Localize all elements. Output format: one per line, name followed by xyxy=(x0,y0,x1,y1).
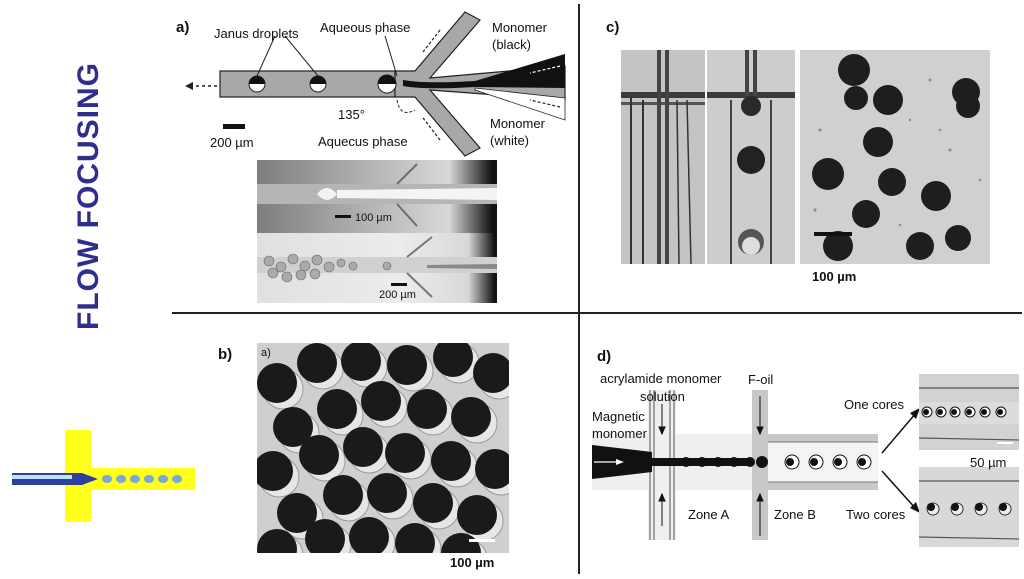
aqueous-phase-top-label: Aqueous phase xyxy=(320,20,411,35)
janus-particle xyxy=(257,451,300,498)
janus-particle xyxy=(457,495,504,542)
janus-particle xyxy=(413,483,460,530)
panel-a-photo-bottom: 200 µm xyxy=(257,233,497,303)
horizontal-divider xyxy=(172,312,1022,314)
aqueous-phase-bottom-label: Aquecus phase xyxy=(318,134,408,149)
panel-d-one-core-photo xyxy=(919,374,1019,450)
janus-particle xyxy=(475,449,509,496)
panel-a-photo-top: 100 µm xyxy=(257,160,497,233)
janus-particle xyxy=(299,435,346,482)
janus-particle xyxy=(257,363,304,410)
panel-c-letter: c) xyxy=(606,19,620,36)
janus-droplets xyxy=(248,74,397,94)
magnetic-label: Magnetic xyxy=(592,409,645,424)
janus-particle xyxy=(451,397,498,444)
panel-d-scalebar-label: 50 µm xyxy=(970,455,1007,470)
monomer-black-sub-label: (black) xyxy=(492,37,532,52)
janus-particle xyxy=(297,343,344,390)
flow-focusing-title: FLOW FOCUSING xyxy=(64,8,114,383)
panel-d-two-core-photo xyxy=(919,467,1019,547)
janus-particle xyxy=(473,353,509,400)
janus-particle xyxy=(349,517,396,553)
janus-particle xyxy=(433,343,480,384)
schematic-scalebar-label: 200 µm xyxy=(210,135,254,150)
magnetic-monomer-label: monomer xyxy=(592,426,647,441)
acrylamide-label: acrylamide monomer xyxy=(600,371,722,386)
panel-c-photo-2 xyxy=(707,50,795,264)
title-text: FLOW FOCUSING xyxy=(72,61,105,330)
panel-d-branch-arrows xyxy=(881,408,920,513)
janus-particle xyxy=(387,345,434,392)
janus-particle xyxy=(441,533,487,553)
monomer-white-label: Monomer xyxy=(490,116,545,131)
one-cores-label: One cores xyxy=(844,397,904,412)
janus-particle xyxy=(305,519,352,553)
janus-particle xyxy=(323,475,370,522)
droplet-train xyxy=(102,475,182,483)
panel-c-photo-1 xyxy=(621,50,705,264)
f-oil-label: F-oil xyxy=(748,372,774,387)
janus-particle xyxy=(395,523,442,553)
janus-particle xyxy=(341,343,388,388)
panel-c-photo-3 xyxy=(800,50,990,264)
flow-focusing-icon xyxy=(12,430,195,522)
panel-b-micrograph: a) xyxy=(257,343,509,553)
janus-particle xyxy=(361,381,408,428)
two-cores-label: Two cores xyxy=(846,507,906,522)
zone-a-label: Zone A xyxy=(688,507,730,522)
janus-particle xyxy=(343,427,390,474)
panel-a-schematic xyxy=(185,11,566,157)
panel-b-letter: b) xyxy=(218,346,233,363)
photo-top-scalebar-label: 100 µm xyxy=(355,212,392,224)
photo-bottom-scalebar-label: 200 µm xyxy=(379,289,416,301)
zone-b-label: Zone B xyxy=(774,507,816,522)
solution-label: solution xyxy=(640,389,685,404)
panel-a-letter: a) xyxy=(176,19,190,36)
panel-b-inner-letter: a) xyxy=(261,347,271,359)
janus-particle xyxy=(407,389,454,436)
janus-particle xyxy=(431,441,478,488)
janus-cores xyxy=(784,454,872,470)
panel-d-schematic xyxy=(592,390,878,540)
janus-particle xyxy=(385,433,432,480)
inlet-core xyxy=(12,475,72,479)
panel-b-scalebar xyxy=(469,539,495,542)
panel-b-scalebar-label: 100 µm xyxy=(450,555,495,570)
janus-particle xyxy=(257,529,304,553)
panel-c-scalebar-label: 100 µm xyxy=(812,269,857,284)
vertical-divider xyxy=(578,4,580,574)
janus-particle xyxy=(317,389,364,436)
janus-droplets-label: Janus droplets xyxy=(214,26,299,41)
janus-particle xyxy=(367,473,414,520)
panel-d-letter: d) xyxy=(597,348,612,365)
monomer-black-label: Monomer xyxy=(492,20,547,35)
monomer-white-sub-label: (white) xyxy=(490,133,530,148)
angle-label: 135° xyxy=(338,107,365,122)
